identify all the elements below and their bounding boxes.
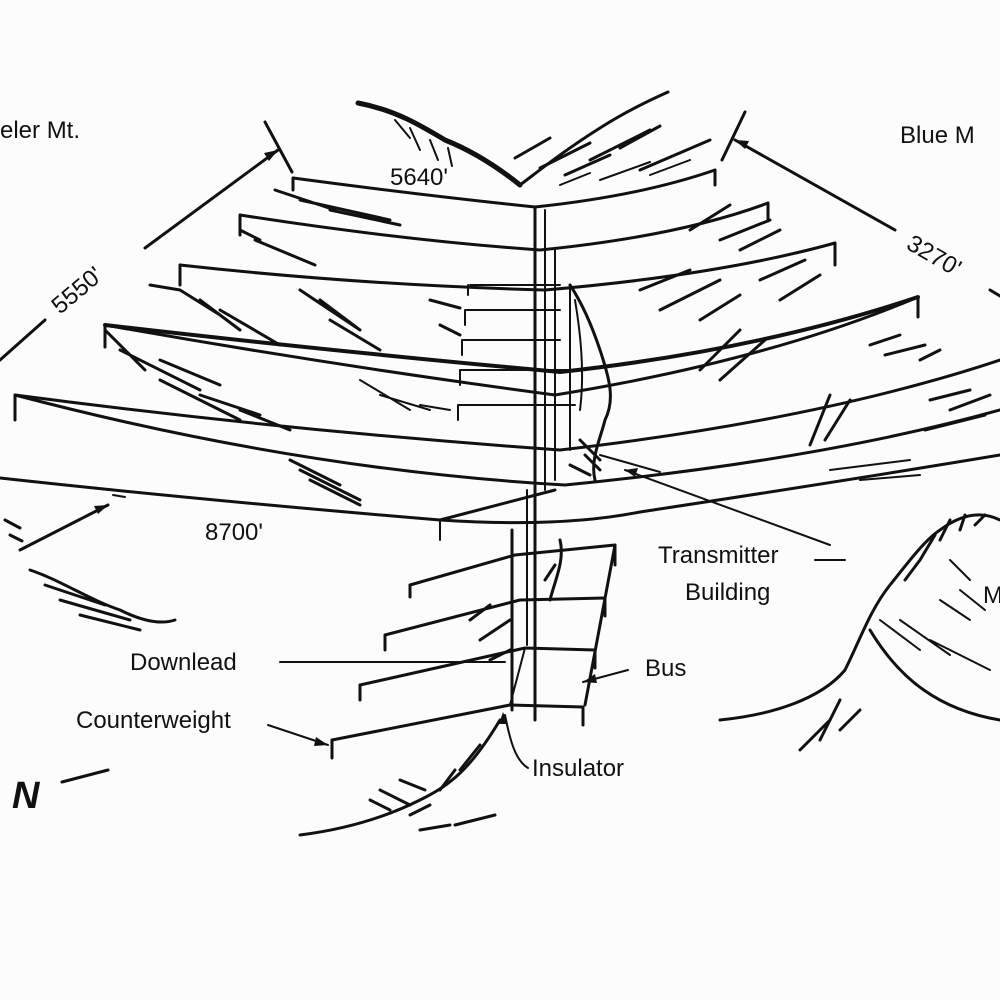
north-label: N bbox=[12, 775, 41, 817]
labels: eler Mt. Blue M M 5640' 5550' 3270' 8700… bbox=[0, 117, 1000, 817]
terrain-sketch bbox=[3, 90, 1000, 837]
dimension-lines bbox=[0, 110, 1000, 784]
valley-ridge-right bbox=[518, 90, 670, 187]
span-left-label: 5550' bbox=[47, 262, 109, 320]
valley-ridge-left bbox=[355, 100, 523, 188]
wire-2 bbox=[238, 201, 770, 252]
mountain-right-label: Blue M bbox=[900, 122, 975, 149]
transmitter-label-line1: Transmitter bbox=[658, 542, 778, 569]
span-right-label: 3270' bbox=[902, 230, 966, 282]
insulator-label: Insulator bbox=[532, 755, 624, 782]
counterweight-label: Counterweight bbox=[76, 707, 231, 734]
transmitter-label-line2: Building bbox=[685, 579, 770, 606]
bus-label: Bus bbox=[645, 655, 686, 682]
wire-5 bbox=[13, 358, 1000, 452]
span-bottom-label: 8700' bbox=[205, 519, 263, 546]
wire-6 bbox=[0, 453, 1000, 525]
antenna-wires bbox=[0, 168, 1000, 541]
bus-line-3 bbox=[358, 646, 597, 687]
bus-line-2 bbox=[383, 596, 607, 637]
right-mountain-outline bbox=[718, 513, 1000, 722]
mountain-left-label: eler Mt. bbox=[0, 117, 80, 144]
bus-line-4 bbox=[330, 703, 585, 742]
downlead-label: Downlead bbox=[130, 649, 237, 676]
downlead-structure bbox=[330, 205, 617, 760]
bus-line-1 bbox=[408, 543, 617, 587]
wire-4 bbox=[103, 295, 920, 397]
span-top-label: 5640' bbox=[390, 164, 448, 191]
mountain-small-label: M bbox=[983, 582, 1000, 609]
